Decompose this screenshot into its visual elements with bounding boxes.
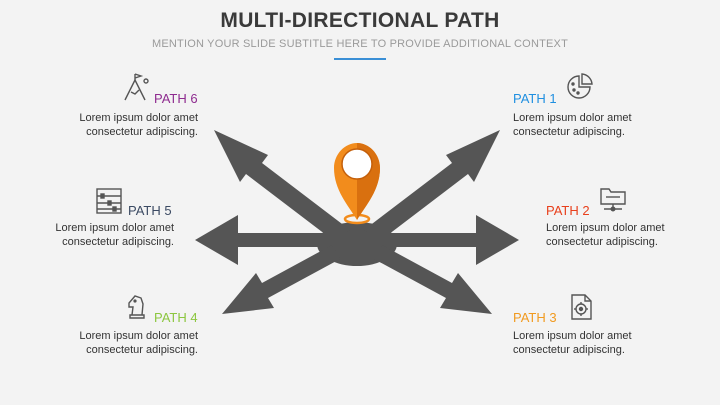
path-6-text-line-2: consectetur adipiscing. xyxy=(86,126,198,138)
path-1-text-line-1: Lorem ipsum dolor amet xyxy=(513,112,632,124)
path-6-label: PATH 6 xyxy=(154,91,198,106)
path-1-text-line-2: consectetur adipiscing. xyxy=(513,126,625,138)
path-4-text-line-2: consectetur adipiscing. xyxy=(86,344,198,356)
path-5-label: PATH 5 xyxy=(128,203,172,218)
path-4-label: PATH 4 xyxy=(154,310,198,325)
slide-title: MULTI-DIRECTIONAL PATH xyxy=(220,9,500,32)
path-4-text-line-1: Lorem ipsum dolor amet xyxy=(79,330,198,342)
path-3-text-line-2: consectetur adipiscing. xyxy=(513,344,625,356)
document-target-icon xyxy=(571,294,592,320)
pie-chart-icon xyxy=(567,73,593,99)
arrow-path-4 xyxy=(222,245,340,314)
arrow-path-1 xyxy=(364,130,500,241)
path-4-description: Lorem ipsum dolor amet consectetur adipi… xyxy=(79,329,198,357)
path-3-label: PATH 3 xyxy=(513,310,557,325)
title-underline xyxy=(334,58,386,60)
path-2-text-line-2: consectetur adipiscing. xyxy=(546,236,658,248)
chess-knight-icon xyxy=(128,295,145,319)
arrow-path-5 xyxy=(195,215,350,265)
path-2-description: Lorem ipsum dolor amet consectetur adipi… xyxy=(546,221,665,249)
path-5-description: Lorem ipsum dolor amet consectetur adipi… xyxy=(55,221,174,249)
path-2-label: PATH 2 xyxy=(546,203,590,218)
path-1-description: Lorem ipsum dolor amet consectetur adipi… xyxy=(513,111,632,139)
path-3-description: Lorem ipsum dolor amet consectetur adipi… xyxy=(513,329,632,357)
mountain-flag-icon xyxy=(124,73,149,101)
path-5-text-line-2: consectetur adipiscing. xyxy=(62,236,174,248)
location-pin-icon xyxy=(334,143,380,225)
path-1-label: PATH 1 xyxy=(513,91,557,106)
path-6-description: Lorem ipsum dolor amet consectetur adipi… xyxy=(79,111,198,139)
arrow-path-2 xyxy=(364,215,519,265)
folder-network-icon xyxy=(600,188,626,212)
path-5-text-line-1: Lorem ipsum dolor amet xyxy=(55,222,174,234)
slide-subtitle: MENTION YOUR SLIDE SUBTITLE HERE TO PROV… xyxy=(151,38,568,50)
arrow-path-6 xyxy=(214,130,350,241)
path-6-text-line-1: Lorem ipsum dolor amet xyxy=(79,112,198,124)
abacus-icon xyxy=(96,188,122,214)
path-3-text-line-1: Lorem ipsum dolor amet xyxy=(513,330,632,342)
arrow-path-3 xyxy=(374,245,492,314)
path-2-text-line-1: Lorem ipsum dolor amet xyxy=(546,222,665,234)
